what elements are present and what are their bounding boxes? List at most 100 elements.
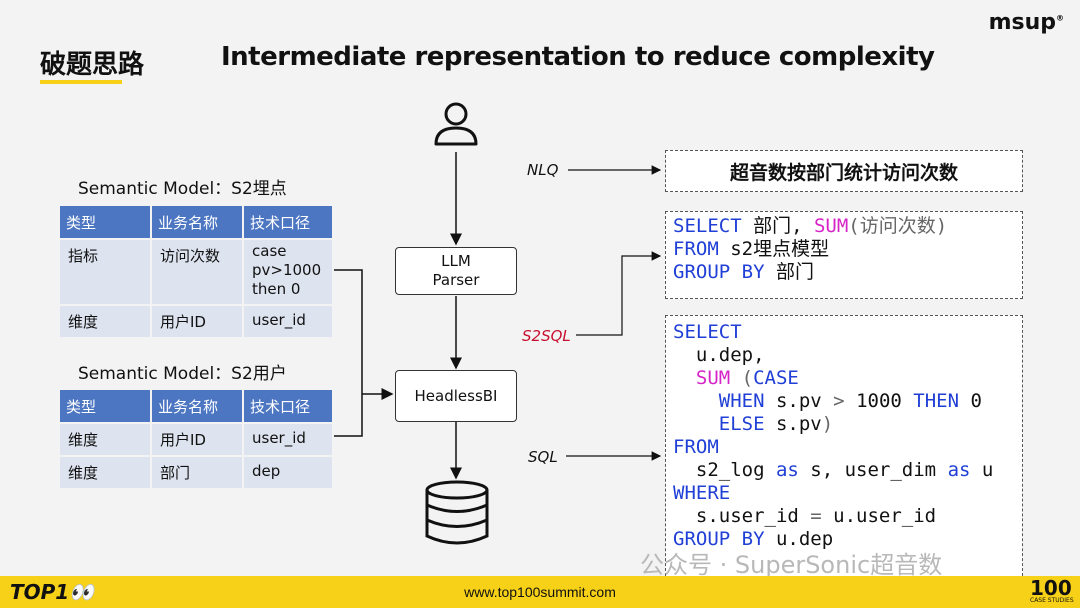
code-token: ) xyxy=(821,413,834,435)
s2sql-arrow xyxy=(576,251,662,336)
code-token: 1000 xyxy=(844,390,914,412)
table-cell: 维度 xyxy=(60,457,150,488)
code-line: u.dep, xyxy=(673,344,1022,367)
code-token: as xyxy=(775,459,799,481)
code-token: s.pv xyxy=(764,413,822,435)
msup-logo: msup® xyxy=(989,10,1064,35)
code-token: SELECT xyxy=(673,215,742,237)
table-row: 指标 访问次数 case pv>1000 then 0 xyxy=(60,240,332,304)
code-line: GROUP BY 部门 xyxy=(673,261,1022,284)
semantic-model-title-2: Semantic Model：S2用户 xyxy=(78,364,287,384)
nlq-text: 超音数按部门统计访问次数 xyxy=(729,161,958,184)
table-row: 维度 部门 dep xyxy=(60,457,332,488)
case-studies-logo: 100 CASE STUDIES xyxy=(1030,578,1074,604)
column-header: 技术口径 xyxy=(244,206,332,238)
footer-url: www.top100summit.com xyxy=(464,584,616,600)
code-line: ELSE s.pv) xyxy=(673,413,1022,436)
user-icon xyxy=(434,102,478,146)
semantic-model-table-2: 类型 业务名称 技术口径 维度 用户ID user_id 维度 部门 dep xyxy=(58,388,334,490)
sql-label: SQL xyxy=(528,448,558,466)
code-token: s.user_id xyxy=(673,505,811,527)
logo-registered-mark: ® xyxy=(1056,13,1064,23)
code-token: FROM xyxy=(673,238,719,260)
code-token: WHEN xyxy=(718,390,765,412)
column-header: 技术口径 xyxy=(244,390,332,422)
page-title: Intermediate representation to reduce co… xyxy=(221,42,935,72)
table-header-row: 类型 业务名称 技术口径 xyxy=(60,390,332,422)
code-token: u xyxy=(970,459,994,481)
table-cell: user_id xyxy=(244,424,332,455)
nlq-box: 超音数按部门统计访问次数 xyxy=(665,150,1023,192)
semantic-model-title-1: Semantic Model：S2埋点 xyxy=(78,179,287,199)
s2sql-label: S2SQL xyxy=(522,327,571,345)
column-header: 业务名称 xyxy=(152,206,242,238)
code-line: s2_log as s, user_dim as u xyxy=(673,459,1022,482)
code-line: SUM (CASE xyxy=(673,367,1022,390)
code-token: u.dep xyxy=(764,528,834,550)
footer-bar xyxy=(0,576,1080,608)
case-studies-logo-number: 100 xyxy=(1030,576,1072,600)
code-token: 部门 xyxy=(764,261,814,283)
sql-code: SELECT u.dep, SUM (CASE WHEN s.pv > 1000… xyxy=(666,316,1022,551)
code-token: 部门, xyxy=(741,215,814,237)
llm-parser-box: LLM Parser xyxy=(395,247,517,295)
table-cell: 用户ID xyxy=(152,424,242,455)
case-studies-logo-caption: CASE STUDIES xyxy=(1030,597,1074,604)
code-line: FROM xyxy=(673,436,1022,459)
code-token: SUM xyxy=(695,367,731,389)
table-cell: 用户ID xyxy=(152,306,242,337)
column-header: 类型 xyxy=(60,390,150,422)
headlessbi-box: HeadlessBI xyxy=(395,370,517,422)
column-header: 类型 xyxy=(60,206,150,238)
top100-logo: TOP1👀 xyxy=(10,580,95,604)
table-row: 维度 用户ID user_id xyxy=(60,424,332,455)
table-cell: 维度 xyxy=(60,306,150,337)
table-cell: user_id xyxy=(244,306,332,337)
code-token: GROUP BY xyxy=(673,528,765,550)
code-line: WHEN s.pv > 1000 THEN 0 xyxy=(673,390,1022,413)
code-line: s.user_id = u.user_id xyxy=(673,505,1022,528)
code-token: > xyxy=(833,390,845,412)
table-header-row: 类型 业务名称 技术口径 xyxy=(60,206,332,238)
code-token: u.dep, xyxy=(673,344,765,366)
code-token xyxy=(673,390,719,412)
table-cell: 访问次数 xyxy=(152,240,242,304)
watermark: 公众号 · SuperSonic超音数 xyxy=(640,551,943,579)
code-token: ELSE xyxy=(718,413,765,435)
code-line: WHERE xyxy=(673,482,1022,505)
code-token: CASE xyxy=(753,367,799,389)
sql-box: SELECT u.dep, SUM (CASE WHEN s.pv > 1000… xyxy=(665,315,1023,576)
code-line: GROUP BY u.dep xyxy=(673,528,1022,551)
code-token: 0 xyxy=(959,390,982,412)
table-cell: 维度 xyxy=(60,424,150,455)
code-token xyxy=(673,367,696,389)
code-line: SELECT xyxy=(673,321,1022,344)
code-token: WHERE xyxy=(673,482,731,504)
code-token xyxy=(673,413,719,435)
code-token: s, user_dim xyxy=(798,459,948,481)
code-token: SELECT xyxy=(673,321,742,343)
section-title: 破题思路 xyxy=(40,50,145,80)
code-token: GROUP BY xyxy=(673,261,765,283)
code-token: s.pv xyxy=(764,390,834,412)
table-row: 维度 用户ID user_id xyxy=(60,306,332,337)
code-token: s2_log xyxy=(673,459,776,481)
code-token: u.user_id xyxy=(821,505,937,527)
code-token: THEN xyxy=(913,390,960,412)
table-cell: case pv>1000 then 0 xyxy=(244,240,332,304)
nlq-label: NLQ xyxy=(527,161,559,179)
table-cell: 部门 xyxy=(152,457,242,488)
logo-text: msup xyxy=(988,10,1056,35)
code-line: FROM s2埋点模型 xyxy=(673,238,1022,261)
code-token: SUM xyxy=(813,215,849,237)
semantic-model-table-1: 类型 业务名称 技术口径 指标 访问次数 case pv>1000 then 0… xyxy=(58,204,334,339)
code-token: as xyxy=(947,459,971,481)
table-cell: 指标 xyxy=(60,240,150,304)
code-token: s2埋点模型 xyxy=(718,238,830,260)
code-token: ( xyxy=(730,367,754,389)
code-line: SELECT 部门, SUM(访问次数) xyxy=(673,215,1022,238)
code-token: (访问次数) xyxy=(848,215,948,237)
